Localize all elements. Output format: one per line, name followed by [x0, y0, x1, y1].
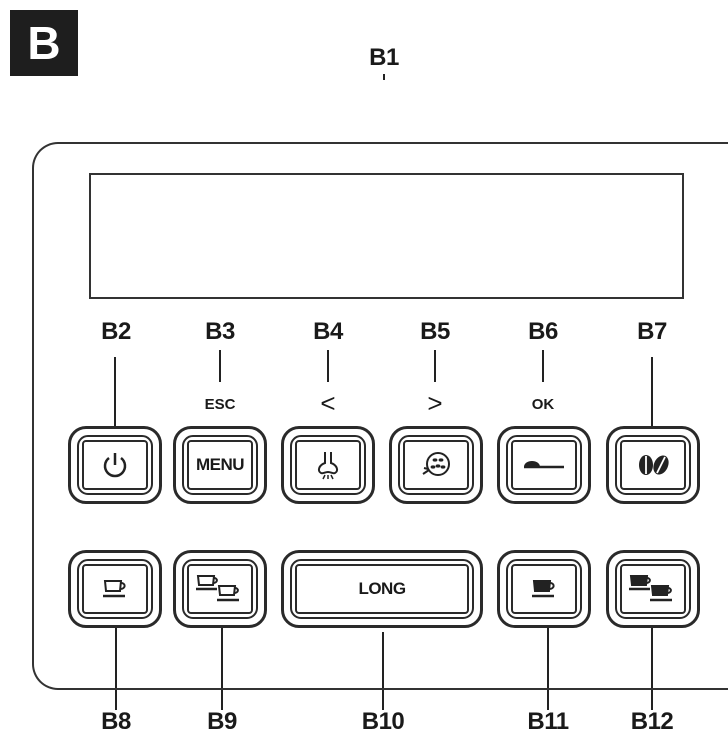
spoon-button[interactable] — [497, 426, 591, 504]
long-button[interactable]: LONG — [281, 550, 483, 628]
two-cups-button[interactable] — [173, 550, 267, 628]
sublabel-left-arrow: < — [320, 388, 336, 418]
section-tag: B — [10, 10, 78, 76]
display-screen — [89, 173, 684, 299]
sublabel-esc: ESC — [204, 396, 236, 413]
sublabel-ok: OK — [531, 396, 555, 413]
label-b4: B4 — [313, 318, 343, 345]
single-cup-button[interactable] — [68, 550, 162, 628]
steam-button[interactable] — [281, 426, 375, 504]
two-full-cups-icon — [629, 575, 672, 602]
long-button-label: LONG — [358, 579, 406, 598]
menu-button[interactable]: MENU — [173, 426, 267, 504]
coffee-beans-icon — [639, 455, 669, 475]
label-b12: B12 — [630, 708, 674, 735]
spoon-icon — [524, 461, 564, 469]
coffee-beans-button[interactable] — [606, 426, 700, 504]
power-button[interactable] — [68, 426, 162, 504]
label-b7: B7 — [637, 318, 667, 345]
label-b2: B2 — [101, 318, 131, 345]
two-cups-icon — [196, 575, 239, 602]
control-panel — [32, 142, 728, 690]
label-b3: B3 — [205, 318, 235, 345]
full-cup-icon — [532, 580, 555, 598]
label-b1: B1 — [369, 44, 399, 71]
label-b8: B8 — [101, 708, 131, 735]
label-b6: B6 — [528, 318, 558, 345]
menu-button-label: MENU — [195, 455, 245, 474]
steam-nozzle-icon — [317, 452, 339, 480]
full-cup-button[interactable] — [497, 550, 591, 628]
power-icon — [103, 453, 127, 478]
single-cup-icon — [103, 580, 126, 598]
ground-coffee-icon — [422, 452, 450, 476]
ground-coffee-button[interactable] — [389, 426, 483, 504]
two-full-cups-button[interactable] — [606, 550, 700, 628]
label-b5: B5 — [420, 318, 450, 345]
label-b9: B9 — [207, 708, 237, 735]
label-b10: B10 — [361, 708, 405, 735]
sublabel-right-arrow: > — [427, 388, 443, 418]
label-b11: B11 — [527, 708, 569, 735]
